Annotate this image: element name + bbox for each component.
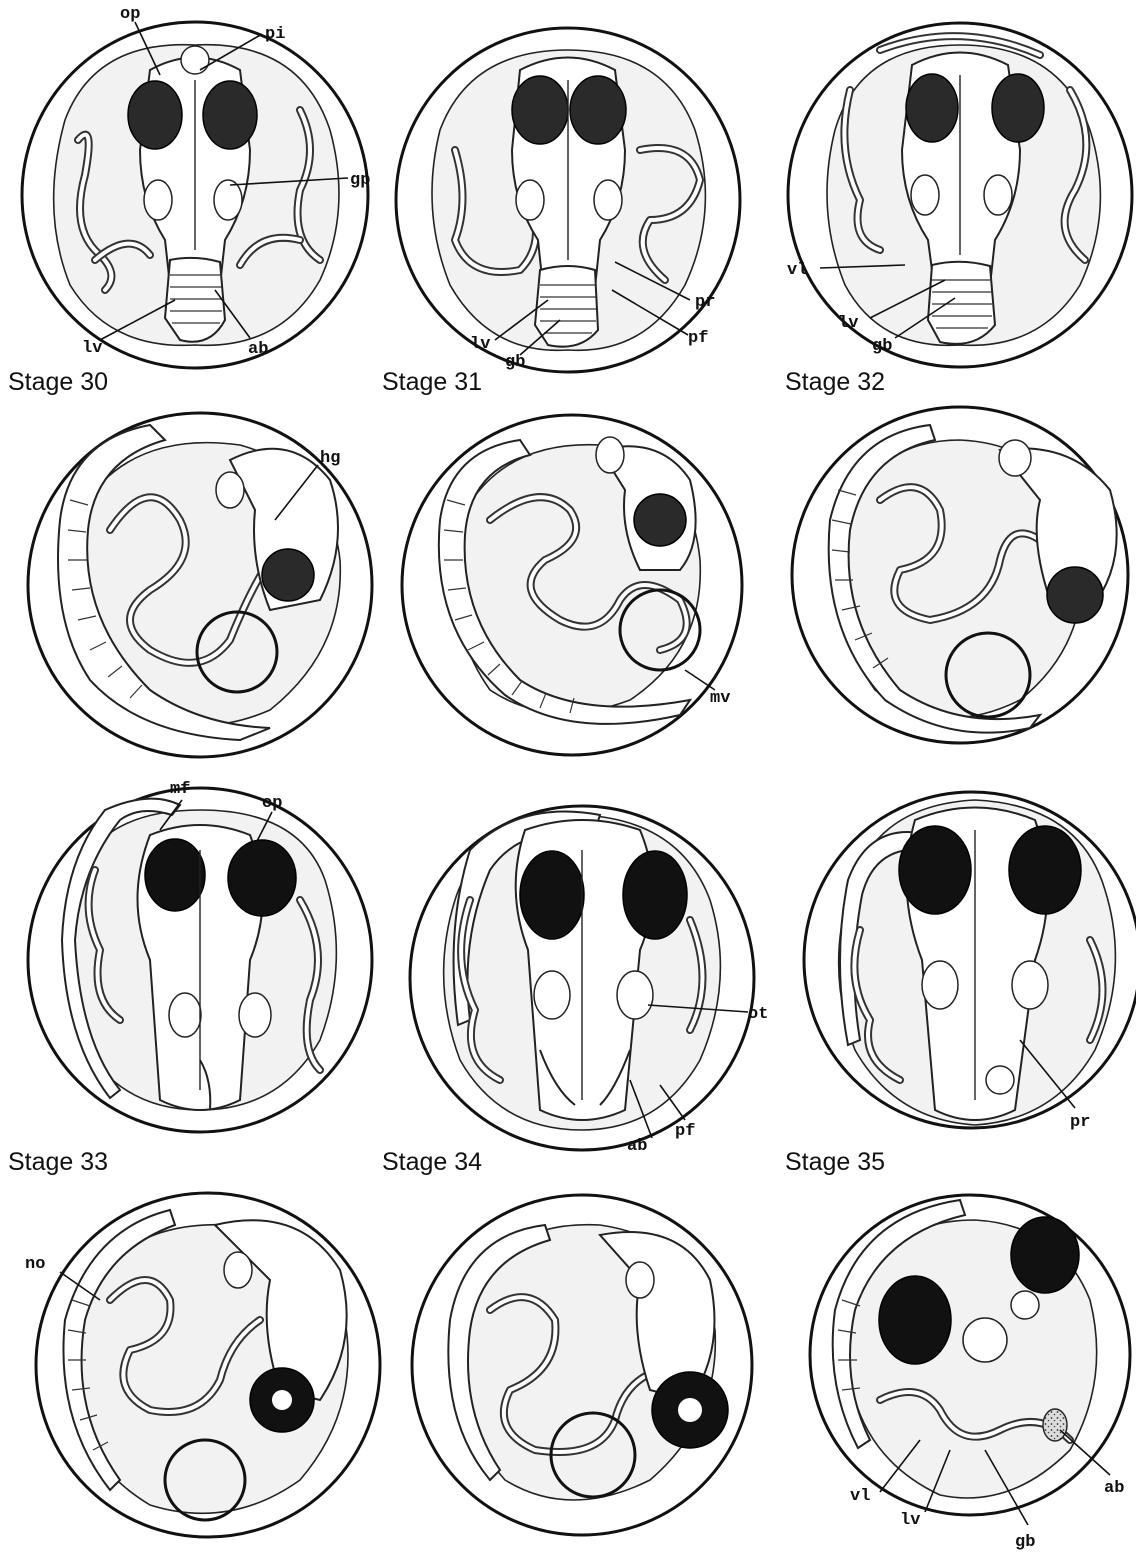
label-lv-35: lv	[900, 1511, 920, 1530]
label-gb-35: gb	[1015, 1533, 1035, 1552]
embryo-stage-33-lateral	[36, 1193, 380, 1537]
stage-caption-34: Stage 34	[382, 1148, 482, 1176]
embryo-stage-34-lateral	[412, 1195, 752, 1535]
embryo-stage-30	[22, 22, 368, 368]
label-ab-35: ab	[1104, 1479, 1124, 1498]
embryo-stage-33	[28, 788, 372, 1132]
label-ot: ot	[748, 1005, 768, 1024]
label-ab-30: ab	[248, 340, 268, 359]
label-vl-35: vl	[850, 1487, 870, 1506]
label-gp-30: gp	[350, 171, 370, 190]
label-no: no	[25, 1255, 45, 1274]
label-vl-32: vl	[787, 261, 807, 280]
label-lv-31: lv	[470, 335, 490, 354]
embryo-stage-34	[410, 806, 754, 1150]
stage-caption-33: Stage 33	[8, 1148, 108, 1176]
label-pf-31: pf	[688, 329, 708, 348]
embryo-stage-35	[804, 792, 1136, 1128]
label-pf-34: pf	[675, 1122, 695, 1141]
stage-caption-30: Stage 30	[8, 368, 108, 396]
label-pr-31: pr	[695, 293, 715, 312]
stage-caption-35: Stage 35	[785, 1148, 885, 1176]
label-pr-35: pr	[1070, 1113, 1090, 1132]
stage-caption-31: Stage 31	[382, 368, 482, 396]
label-mv: mv	[710, 689, 730, 708]
stage-caption-32: Stage 32	[785, 368, 885, 396]
label-op-33: op	[262, 794, 282, 813]
label-lv-32: lv	[838, 314, 858, 333]
label-mf: mf	[170, 780, 190, 799]
label-ab-34: ab	[627, 1137, 647, 1156]
label-lv-30: lv	[82, 339, 102, 358]
label-hg: hg	[320, 449, 340, 468]
label-op-30: op	[120, 5, 140, 24]
embryo-stage-32-lateral	[792, 407, 1128, 743]
label-gb-31: gb	[505, 353, 525, 372]
embryo-stage-31-lateral	[402, 415, 742, 755]
label-gb-32: gb	[872, 337, 892, 356]
embryo-stage-35-lateral	[810, 1195, 1130, 1515]
label-pi-30: pi	[265, 25, 285, 44]
embryo-stage-31	[396, 28, 740, 372]
